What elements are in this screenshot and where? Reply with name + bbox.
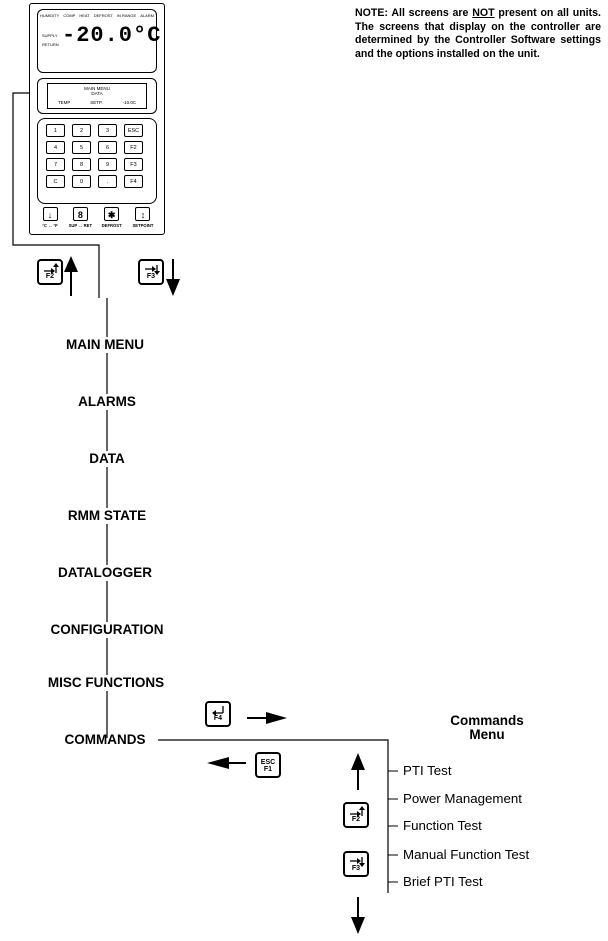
f2-label: F2 bbox=[45, 273, 55, 280]
lcd-softkey-setp: SETP. bbox=[90, 100, 103, 105]
keypad-key[interactable]: 8 bbox=[72, 158, 91, 171]
lcd-line-main-menu: MAIN MENU bbox=[84, 86, 110, 91]
f3-key[interactable]: F3 bbox=[138, 259, 164, 285]
left-arrow-icon bbox=[207, 757, 246, 769]
keypad-key[interactable]: 1 bbox=[46, 124, 65, 137]
menu-item-commands: COMMANDS bbox=[64, 732, 146, 747]
keypad-key[interactable]: . bbox=[98, 175, 117, 188]
command-item-brief-pti-test: Brief PTI Test bbox=[403, 874, 483, 889]
menu-item-rmm-state: RMM STATE bbox=[66, 508, 148, 524]
esc-f1-key[interactable]: ESC F1 bbox=[255, 752, 281, 778]
commands-title-line1: Commands bbox=[450, 713, 524, 728]
arrow-up-enter-icon bbox=[44, 263, 59, 274]
indicator-heat: HEAT bbox=[79, 13, 90, 18]
keypad-key[interactable]: 2 bbox=[72, 124, 91, 137]
commands-title-line2: Menu bbox=[469, 727, 505, 742]
setpoint-label: SETPOINT bbox=[132, 223, 154, 228]
note-underlined: NOT bbox=[472, 7, 495, 19]
function-keys-row: ↓ °C ↔ °F 8 SUP ↔ RET ✱ DEFROST ↕ SETPOI… bbox=[36, 207, 158, 228]
setpoint-button[interactable]: ↕ bbox=[135, 207, 151, 221]
command-item-function-test: Function Test bbox=[403, 818, 482, 833]
sup-ret-button[interactable]: 8 bbox=[72, 207, 88, 221]
indicator-defrost: DEFROST bbox=[93, 13, 113, 18]
keypad-key[interactable]: 6 bbox=[98, 141, 117, 154]
keypad-key[interactable]: ESC bbox=[124, 124, 143, 137]
lcd-screen: MAIN MENU DATA TEMP SETP. -10.0C bbox=[37, 78, 157, 114]
command-item-manual-function-test: Manual Function Test bbox=[403, 847, 530, 862]
temperature-display: HUMIDITY COMP HEAT DEFROST IN RANGE ALAR… bbox=[37, 9, 160, 73]
esc-label: ESC bbox=[260, 759, 276, 766]
enter-icon bbox=[212, 706, 224, 716]
unit-toggle-button[interactable]: ↓ bbox=[42, 207, 58, 221]
indicator-alarm: ALARM bbox=[140, 13, 154, 18]
command-item-pti-test: PTI Test bbox=[403, 763, 452, 778]
keypad-key[interactable]: 7 bbox=[46, 158, 65, 171]
menu-item-datalogger: DATALOGGER bbox=[57, 565, 153, 581]
display-value: -20.0°C bbox=[62, 23, 162, 48]
keypad: 1 2 3 ESC 4 5 6 F2 7 8 9 F3 C 0 . F4 bbox=[37, 118, 157, 204]
f2-lower-label: F2 bbox=[351, 816, 361, 823]
command-item-power-management: Power Management bbox=[403, 791, 522, 806]
f3-label: F3 bbox=[146, 273, 156, 280]
f3-lower-label: F3 bbox=[351, 865, 361, 872]
indicator-in-range: IN RANGE bbox=[116, 13, 137, 18]
keypad-key[interactable]: C bbox=[46, 175, 65, 188]
f1-label: F1 bbox=[263, 766, 273, 773]
menu-item-data: DATA bbox=[88, 451, 126, 467]
down-arrow-icon bbox=[351, 897, 365, 934]
keypad-key[interactable]: F2 bbox=[124, 141, 143, 154]
keypad-key[interactable]: F4 bbox=[124, 175, 143, 188]
supply-label: SUPPLY bbox=[42, 33, 58, 38]
lcd-softkey-temp: TEMP bbox=[57, 100, 71, 105]
menu-item-misc-functions: MISC FUNCTIONS bbox=[46, 675, 166, 691]
f4-label: F4 bbox=[213, 715, 223, 722]
up-arrow-icon bbox=[351, 753, 365, 790]
down-arrow-icon bbox=[166, 259, 180, 296]
indicator-humidity: HUMIDITY bbox=[40, 13, 60, 18]
indicator-comp: COMP bbox=[63, 13, 76, 18]
note-suffix: present on all units. The screens that d… bbox=[355, 7, 601, 60]
right-arrow-icon bbox=[247, 712, 287, 724]
keypad-key[interactable]: 0 bbox=[72, 175, 91, 188]
menu-item-main-menu: MAIN MENU bbox=[65, 337, 145, 353]
return-label: RETURN bbox=[42, 42, 59, 47]
note-text: NOTE: All screens are NOT present on all… bbox=[355, 7, 601, 61]
lcd-softkey-value: -10.0C bbox=[122, 100, 137, 105]
sup-ret-label: SUP ↔ RET bbox=[68, 223, 93, 228]
menu-item-alarms: ALARMS bbox=[77, 394, 137, 410]
f3-key-lower[interactable]: F3 bbox=[343, 851, 369, 877]
defrost-label: DEFROST bbox=[101, 223, 122, 228]
arrow-up-enter-icon bbox=[350, 806, 365, 817]
commands-menu-title: Commands Menu bbox=[450, 714, 524, 742]
keypad-key[interactable]: 5 bbox=[72, 141, 91, 154]
keypad-key[interactable]: 4 bbox=[46, 141, 65, 154]
f2-key[interactable]: F2 bbox=[37, 259, 63, 285]
keypad-key[interactable]: 9 bbox=[98, 158, 117, 171]
f2-key-lower[interactable]: F2 bbox=[343, 802, 369, 828]
keypad-key[interactable]: 3 bbox=[98, 124, 117, 137]
up-arrow-icon bbox=[64, 256, 78, 296]
defrost-button[interactable]: ✱ bbox=[104, 207, 120, 221]
lcd-line-data: DATA bbox=[91, 91, 103, 96]
arrow-down-enter-icon bbox=[350, 857, 365, 867]
unit-toggle-label: °C ↔ °F bbox=[42, 223, 58, 228]
indicator-row: HUMIDITY COMP HEAT DEFROST IN RANGE ALAR… bbox=[38, 13, 156, 18]
f4-key[interactable]: F4 bbox=[205, 701, 231, 727]
supply-return-labels: SUPPLY RETURN bbox=[42, 31, 59, 49]
controller-panel: HUMIDITY COMP HEAT DEFROST IN RANGE ALAR… bbox=[29, 3, 165, 235]
note-prefix: NOTE: All screens are bbox=[355, 7, 473, 19]
keypad-key[interactable]: F3 bbox=[124, 158, 143, 171]
menu-item-configuration: CONFIGURATION bbox=[49, 622, 165, 638]
arrow-down-enter-icon bbox=[145, 265, 160, 275]
